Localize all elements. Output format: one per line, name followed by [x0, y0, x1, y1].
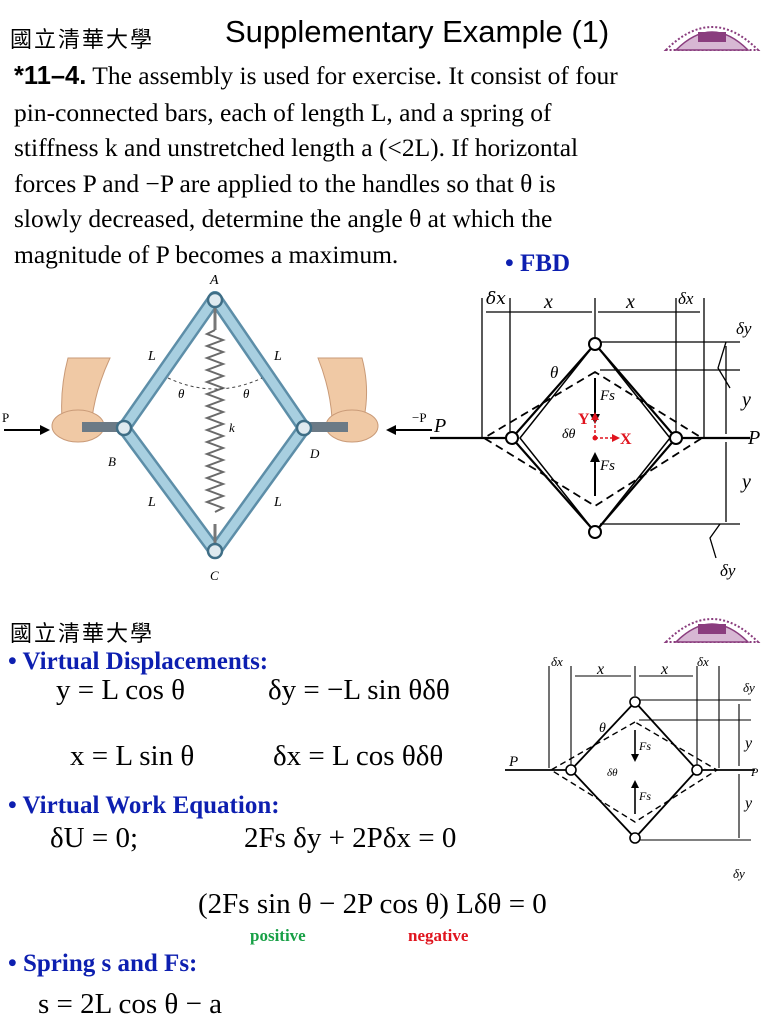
equation-combined: (2Fs sin θ − 2P cos θ) Lδθ = 0 — [198, 888, 547, 920]
y-label: y — [743, 735, 753, 752]
university-seal-icon — [663, 26, 761, 51]
delta-y-label: δy — [720, 561, 736, 580]
problem-line: pin-connected bars, each of length L, an… — [14, 97, 552, 127]
problem-statement: *11–4. The assembly is used for exercise… — [14, 58, 752, 272]
delta-y-label: δy — [743, 680, 755, 695]
positive-annotation: positive — [250, 926, 306, 945]
delta-y-label: δy — [733, 866, 745, 881]
university-name: 國立清華大學 — [10, 622, 155, 647]
point-d-label: D — [309, 446, 320, 461]
y-label: y — [740, 389, 751, 411]
y-label: y — [743, 795, 753, 812]
university-name: 國立清華大學 — [10, 28, 155, 53]
delta-theta-label: δθ — [562, 427, 576, 442]
fbd-diagram-small: δx x x δx δy y y δy θ δθ Fs Fs P P — [505, 654, 759, 881]
angle-label: θ — [243, 386, 250, 401]
x-label: x — [660, 661, 668, 678]
theta-label: θ — [550, 363, 558, 382]
equation-virtual-work: 2Fs δy + 2Pδx = 0 — [244, 822, 457, 854]
point-c-label: C — [210, 568, 219, 583]
equation-y: y = L cos θ — [56, 674, 186, 706]
x-label: x — [543, 291, 553, 313]
bar-length-label: L — [147, 349, 156, 364]
fbd-diagram: δx x x δx δy y y δy θ δθ Fs Fs P P Y X — [430, 289, 760, 580]
problem-line: stiffness k and unstretched length a (<2… — [14, 133, 579, 162]
right-hand-icon — [317, 357, 368, 419]
equation-x: x = L sin θ — [70, 740, 195, 772]
delta-theta-label: δθ — [607, 767, 618, 779]
problem-line: magnitude of P becomes a maximum. — [14, 239, 399, 269]
negative-annotation: negative — [408, 926, 469, 945]
x-label: x — [625, 291, 635, 313]
y-axis-label: Y — [578, 411, 590, 428]
delta-x-label: δx — [697, 654, 709, 669]
delta-x-label: δx — [551, 654, 563, 669]
spring-heading: • Spring s and Fs: — [8, 950, 198, 977]
theta-label: θ — [599, 721, 606, 736]
university-seal-icon — [663, 618, 761, 643]
problem-line: forces P and −P are applied to the handl… — [14, 168, 556, 198]
page-title: Supplementary Example (1) — [225, 14, 610, 49]
point-b-label: B — [108, 454, 116, 469]
x-label: x — [596, 661, 604, 678]
problem-number: *11–4. — [14, 62, 87, 90]
left-hand-icon — [61, 357, 111, 419]
force-p-label: P — [508, 754, 518, 770]
spring-stiffness-label: k — [229, 420, 235, 435]
force-p-label: P — [747, 427, 760, 449]
bar-length-label: L — [273, 495, 282, 510]
virtual-work-heading: • Virtual Work Equation: — [8, 792, 280, 819]
angle-label: θ — [178, 386, 185, 401]
delta-y-label: δy — [736, 319, 752, 338]
force-p-label: P — [2, 410, 9, 425]
fbd-heading: • FBD — [505, 250, 571, 277]
spring-force-label: Fs — [599, 388, 615, 404]
point-a-label: A — [209, 273, 219, 288]
problem-line: slowly decreased, determine the angle θ … — [14, 204, 553, 233]
equation-delta-x: δx = L cos θδθ — [273, 740, 444, 772]
delta-x-label: δx — [486, 289, 506, 309]
y-label: y — [740, 471, 751, 493]
virtual-displacements-heading: • Virtual Displacements: — [8, 648, 269, 675]
equation-delta-y: δy = −L sin θδθ — [268, 674, 450, 706]
delta-x-label: δx — [678, 289, 694, 308]
force-neg-p-label: −P — [412, 410, 427, 425]
spring-force-label: Fs — [638, 789, 651, 803]
spring-force-label: Fs — [638, 739, 651, 753]
spring-force-label: Fs — [599, 458, 615, 474]
force-p-label: P — [433, 415, 446, 437]
equation-spring-length: s = 2L cos θ − a — [38, 988, 223, 1020]
assembly-figure: A B C D L L L L θ θ k P −P — [2, 273, 432, 583]
bar-length-label: L — [147, 495, 156, 510]
equation-virtual-work-zero: δU = 0; — [50, 822, 139, 854]
problem-line: The assembly is used for exercise. It co… — [86, 61, 618, 90]
force-p-label: P — [750, 765, 759, 779]
bar-length-label: L — [273, 349, 282, 364]
x-axis-label: X — [620, 431, 632, 448]
